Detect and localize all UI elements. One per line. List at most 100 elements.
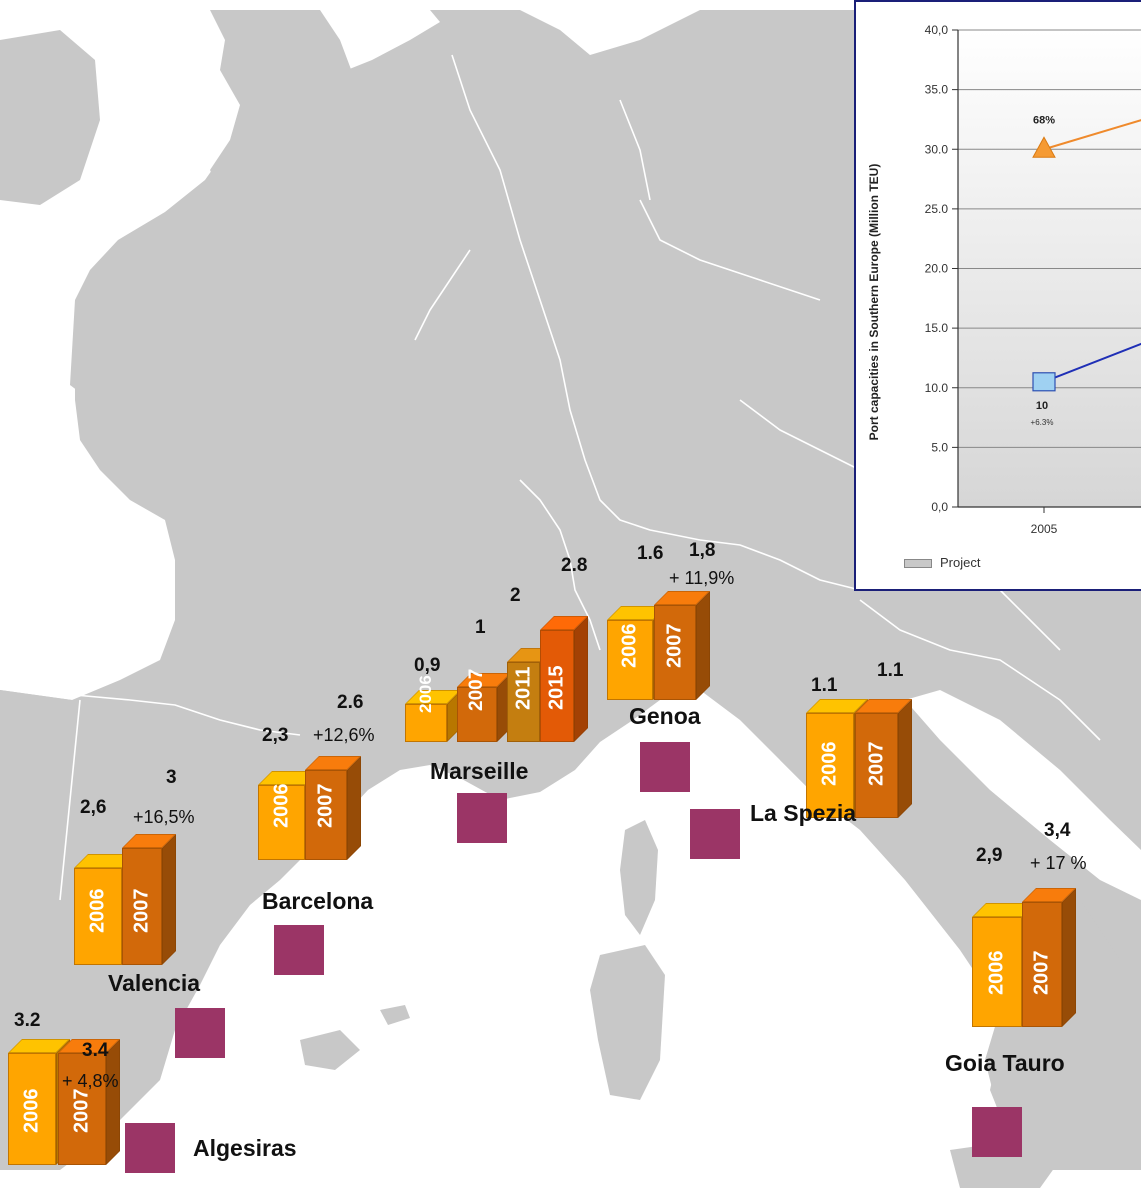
- value-label-goia-tauro-2006: 2,9: [976, 845, 1003, 866]
- bar-year-label: 2011: [512, 666, 534, 710]
- legend-swatch: [904, 559, 932, 569]
- value-label-algesiras-2006: 3.2: [14, 1010, 41, 1031]
- land-corsica: [620, 820, 658, 935]
- bar-front: 2007: [58, 1053, 106, 1165]
- bar-genoa-2007: 2007: [654, 591, 710, 700]
- bar-front: 2006: [972, 917, 1022, 1027]
- value-label-barcelona-2007: 2.6: [337, 692, 364, 713]
- bar-valencia-2007: 2007: [122, 834, 176, 965]
- bar-algesiras-2006: 2006: [8, 1039, 70, 1165]
- inset-y-tick-label: 15.0: [925, 321, 949, 335]
- port-marker-goia-tauro: [972, 1107, 1022, 1157]
- port-marker-algesiras: [125, 1123, 175, 1173]
- bar-year-label: 2006: [985, 950, 1008, 996]
- bar-barcelona-2006: 2006: [258, 771, 319, 860]
- port-marker-marseille: [457, 793, 507, 843]
- bar-year-label: 2006: [270, 783, 292, 829]
- bar-front: 2006: [806, 713, 854, 818]
- land-great-britain: [160, 10, 400, 275]
- bar-goia-tauro-2006: 2006: [972, 903, 1036, 1027]
- port-marker-genoa: [640, 742, 690, 792]
- bar-front: 2007: [1022, 902, 1062, 1027]
- value-label-valencia-2007: 3: [166, 767, 177, 788]
- bar-front: 2007: [654, 605, 696, 700]
- bar-marseille-2007: 2007: [457, 669, 511, 742]
- bar-front: 2007: [122, 848, 162, 965]
- bar-side: [347, 756, 361, 860]
- value-label-genoa-2006: 1.6: [637, 543, 664, 564]
- growth-label-algesiras: + 4,8%: [62, 1071, 119, 1091]
- bar-marseille-2011: 2011: [507, 648, 554, 742]
- bar-year-label: 2007: [70, 1088, 93, 1134]
- bar-marseille-2006: 2006: [405, 675, 461, 742]
- bar-genoa-2006: 2006: [607, 606, 667, 700]
- bar-marseille-2015: 2015: [540, 616, 588, 742]
- port-name-genoa: Genoa: [629, 703, 701, 729]
- land-ireland: [0, 30, 100, 205]
- bar-front: 2007: [855, 713, 898, 818]
- bar-side: [574, 616, 588, 742]
- inset-point-orange: [1032, 136, 1056, 158]
- bar-year-label: 2006: [618, 623, 641, 669]
- value-label-valencia-2006: 2,6: [80, 797, 107, 818]
- growth-label-goia-tauro: + 17 %: [1030, 853, 1087, 873]
- bar-barcelona-2007: 2007: [305, 756, 361, 860]
- port-name-goia-tauro: Goia Tauro: [945, 1050, 1065, 1076]
- land-iberia-west: [0, 690, 75, 1010]
- value-label-marseille-2011: 2: [510, 585, 521, 606]
- inset-legend: Project: [904, 555, 980, 570]
- bar-year-label: 2007: [663, 623, 686, 669]
- value-label-la-spezia-2007: 1.1: [877, 660, 904, 681]
- bar-side: [162, 834, 176, 965]
- inset-y-tick-label: 0,0: [931, 500, 948, 514]
- bar-front: 2015: [540, 630, 574, 742]
- port-name-algesiras: Algesiras: [193, 1135, 297, 1161]
- bar-front: 2011: [507, 662, 540, 742]
- bar-front: 2006: [8, 1053, 56, 1165]
- national-borders: [59, 54, 1101, 901]
- bar-front: 2006: [607, 620, 653, 700]
- bar-algesiras-2007: 2007: [58, 1039, 120, 1165]
- inset-chart-plot: 0,05.010.015.020.025.030.035.040,0200568…: [925, 23, 1141, 536]
- port-name-valencia: Valencia: [108, 970, 201, 996]
- value-label-la-spezia-2006: 1.1: [811, 675, 838, 696]
- bar-goia-tauro-2007: 2007: [1022, 888, 1076, 1027]
- bar-front: 2006: [405, 675, 447, 742]
- bar-side: [1062, 888, 1076, 1027]
- sea-adriatic: [905, 690, 1141, 900]
- bar-year-label: 2006: [20, 1088, 43, 1134]
- bar-side: [898, 699, 912, 818]
- inset-series-line-orange: [1043, 119, 1141, 151]
- growth-label-valencia: +16,5%: [133, 807, 195, 827]
- bar-valencia-2006: 2006: [74, 854, 136, 965]
- bar-year-label: 2015: [545, 665, 568, 711]
- bar-year-label: 2006: [416, 675, 435, 713]
- value-label-marseille-2015: 2.8: [561, 555, 588, 576]
- value-label-algesiras-2007: 3.4: [82, 1040, 109, 1061]
- land-mallorca: [300, 1030, 360, 1070]
- inset-y-tick-label: 10.0: [925, 381, 949, 395]
- inset-y-tick-label: 25.0: [925, 202, 949, 216]
- bar-year-label: 2007: [466, 668, 487, 711]
- bar-la-spezia-2006: 2006: [806, 699, 868, 818]
- bar-year-label: 2007: [314, 783, 337, 829]
- inset-y-tick-label: 5.0: [931, 440, 948, 454]
- bar-front: 2006: [74, 868, 122, 965]
- value-label-genoa-2007: 1,8: [689, 540, 716, 561]
- inset-point-sublabel-blue: +6.3%: [1031, 418, 1054, 427]
- bar-front: 2007: [457, 669, 497, 742]
- inset-y-axis-title: Port capacities in Southern Europe (Mill…: [867, 163, 881, 441]
- inset-series-line-blue: [1043, 342, 1141, 383]
- inset-y-tick-label: 30.0: [925, 142, 949, 156]
- bar-front: 2007: [305, 770, 347, 860]
- growth-label-genoa: + 11,9%: [669, 568, 735, 588]
- inset-y-tick-label: 40,0: [925, 23, 949, 37]
- bar-year-label: 2006: [818, 741, 841, 787]
- land-brittany: [70, 300, 150, 400]
- inset-point-blue: [1032, 372, 1056, 392]
- bar-year-label: 2006: [86, 888, 109, 934]
- port-marker-valencia: [175, 1008, 225, 1058]
- inset-x-tick-label: 2005: [1031, 522, 1058, 536]
- inset-point-label-orange: 68%: [1033, 114, 1055, 126]
